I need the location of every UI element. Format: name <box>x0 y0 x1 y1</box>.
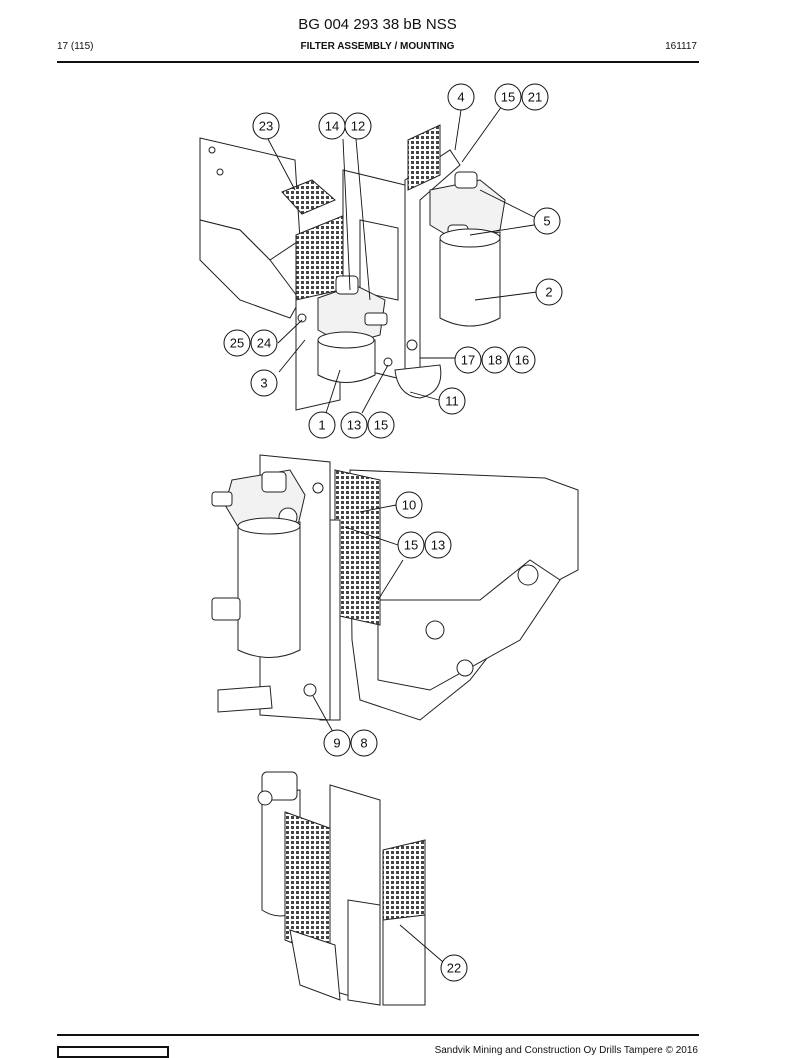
svg-text:14: 14 <box>325 119 339 134</box>
header-rule <box>57 61 699 63</box>
svg-text:5: 5 <box>543 214 550 229</box>
svg-text:8: 8 <box>360 736 367 751</box>
view-3-drawing <box>257 771 444 1006</box>
svg-text:3: 3 <box>260 376 267 391</box>
callout-18: 18 <box>481 346 509 374</box>
svg-text:15: 15 <box>501 90 515 105</box>
callout-15-top: 15 <box>494 83 522 111</box>
callout-24: 24 <box>250 329 278 357</box>
copyright-text: Sandvik Mining and Construction Oy Drill… <box>434 1045 698 1056</box>
footer-rule <box>57 1034 699 1036</box>
svg-text:17: 17 <box>461 353 475 368</box>
section-title: FILTER ASSEMBLY / MOUNTING <box>300 41 455 52</box>
svg-text:18: 18 <box>488 353 502 368</box>
view-2-drawing <box>211 454 579 733</box>
page-number: 17 (115) <box>57 41 94 52</box>
svg-text:11: 11 <box>445 394 459 409</box>
callout-13-lower: 13 <box>424 531 452 559</box>
callout-15-lower: 15 <box>397 531 425 559</box>
callout-22: 22 <box>440 954 468 982</box>
callout-21: 21 <box>521 83 549 111</box>
svg-text:16: 16 <box>515 353 529 368</box>
callout-8: 8 <box>350 729 378 757</box>
svg-text:4: 4 <box>457 90 464 105</box>
callout-25: 25 <box>223 329 251 357</box>
callout-2: 2 <box>535 278 563 306</box>
callout-12: 12 <box>344 112 372 140</box>
svg-text:13: 13 <box>431 538 445 553</box>
svg-text:21: 21 <box>528 90 542 105</box>
callout-3: 3 <box>250 369 278 397</box>
callout-13-top: 13 <box>340 411 368 439</box>
svg-text:13: 13 <box>347 418 361 433</box>
svg-text:1: 1 <box>318 418 325 433</box>
document-number: BG 004 293 38 bB NSS <box>298 16 457 33</box>
svg-text:9: 9 <box>333 736 340 751</box>
svg-text:2: 2 <box>545 285 552 300</box>
callout-15-mid: 15 <box>367 411 395 439</box>
callout-4: 4 <box>447 83 475 111</box>
company-logo <box>57 1046 169 1058</box>
callout-23: 23 <box>252 112 280 140</box>
svg-text:22: 22 <box>447 961 461 976</box>
callout-9: 9 <box>323 729 351 757</box>
svg-text:15: 15 <box>404 538 418 553</box>
svg-text:23: 23 <box>259 119 273 134</box>
svg-text:15: 15 <box>374 418 388 433</box>
view-1-drawing <box>199 105 538 414</box>
callout-10: 10 <box>395 491 423 519</box>
callout-5: 5 <box>533 207 561 235</box>
callout-11: 11 <box>438 387 466 415</box>
callout-17: 17 <box>454 346 482 374</box>
revision-code: 161117 <box>665 41 697 52</box>
svg-text:10: 10 <box>402 498 416 513</box>
callout-16: 16 <box>508 346 536 374</box>
callout-1: 1 <box>308 411 336 439</box>
callout-14: 14 <box>318 112 346 140</box>
svg-text:24: 24 <box>257 336 271 351</box>
svg-text:25: 25 <box>230 336 244 351</box>
svg-text:12: 12 <box>351 119 365 134</box>
